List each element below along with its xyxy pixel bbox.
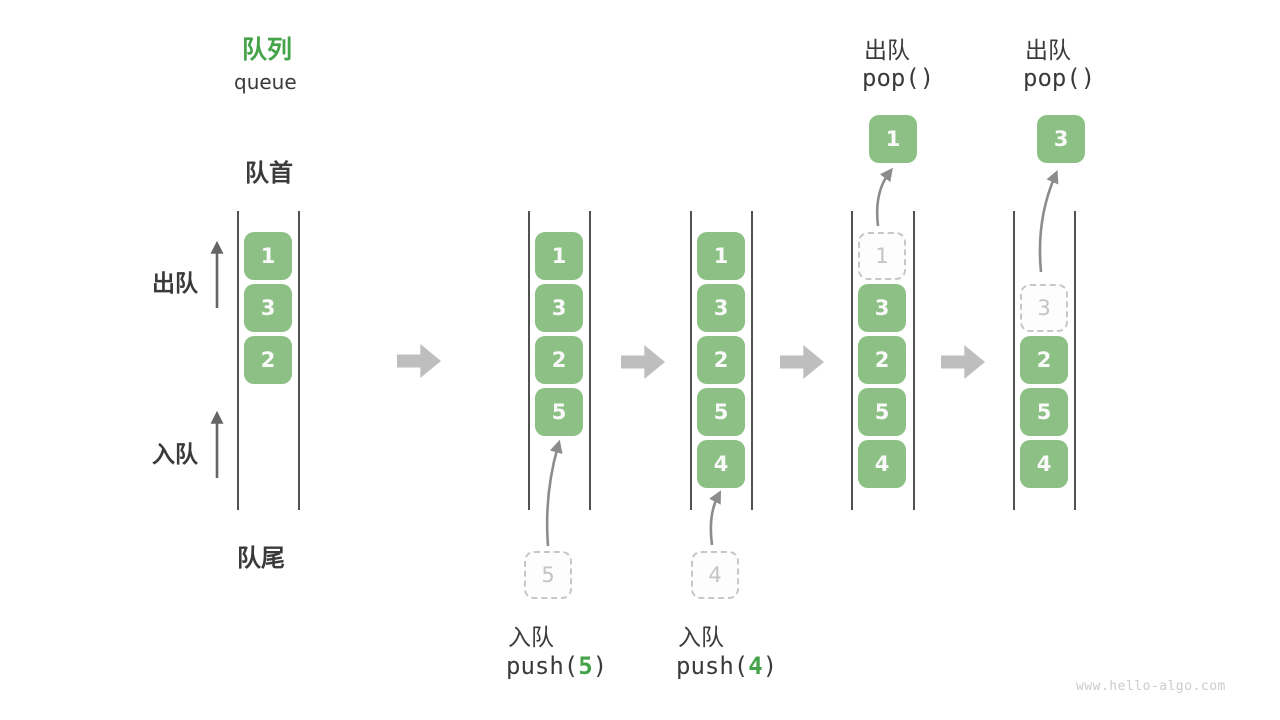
queue-item: 3 — [244, 284, 292, 332]
push-op-call: push(5) — [506, 652, 607, 680]
pop-op-call: pop() — [1023, 64, 1096, 92]
queue-item: 3 — [535, 284, 583, 332]
push-call-prefix: push( — [506, 652, 579, 680]
queue-rail — [237, 211, 239, 510]
push-op-label: 入队 — [508, 625, 554, 651]
queue-item: 4 — [1020, 440, 1068, 488]
push-arrow — [709, 490, 722, 546]
popped-item: 3 — [1037, 115, 1085, 163]
queue-item: 5 — [535, 388, 583, 436]
queue-item: 2 — [535, 336, 583, 384]
queue-rail — [751, 211, 753, 510]
enqueue-direction-arrow — [210, 410, 224, 478]
state-transition-arrow-icon — [780, 345, 824, 379]
queue-item: 2 — [858, 336, 906, 384]
push-call-arg: 5 — [578, 652, 593, 680]
queue-item-removed-slot: 3 — [1020, 284, 1068, 332]
pop-op-label: 出队 — [1025, 38, 1071, 64]
queue-rail — [528, 211, 530, 510]
dequeue-side-label: 出队 — [152, 271, 198, 297]
queue-rail — [298, 211, 300, 510]
queue-item: 1 — [535, 232, 583, 280]
pop-arrow — [875, 167, 893, 227]
incoming-item: 4 — [691, 551, 739, 599]
queue-item: 2 — [1020, 336, 1068, 384]
queue-item: 5 — [697, 388, 745, 436]
queue-item-removed-slot: 1 — [858, 232, 906, 280]
pop-arrow — [1038, 170, 1059, 273]
queue-item: 4 — [858, 440, 906, 488]
push-call-suffix: ) — [592, 652, 608, 680]
state-transition-arrow-icon — [941, 345, 985, 379]
push-call-suffix: ) — [762, 652, 778, 680]
state-transition-arrow-icon — [621, 345, 665, 379]
queue-rail — [851, 211, 853, 510]
incoming-item: 5 — [524, 551, 572, 599]
queue-front-label: 队首 — [245, 159, 293, 187]
queue-rail — [690, 211, 692, 510]
queue-item: 3 — [858, 284, 906, 332]
push-call-prefix: push( — [676, 652, 749, 680]
queue-item: 5 — [1020, 388, 1068, 436]
queue-rail — [913, 211, 915, 510]
queue-item: 4 — [697, 440, 745, 488]
watermark: www.hello-algo.com — [1076, 679, 1226, 694]
push-op-label: 入队 — [678, 625, 724, 651]
state-transition-arrow-icon — [397, 344, 441, 378]
queue-item: 2 — [697, 336, 745, 384]
diagram-title-en: queue — [234, 70, 297, 94]
queue-item: 5 — [858, 388, 906, 436]
queue-rail — [589, 211, 591, 510]
queue-rail — [1074, 211, 1076, 510]
enqueue-side-label: 入队 — [152, 442, 198, 468]
diagram-title-zh: 队列 — [242, 35, 293, 64]
push-arrow — [545, 439, 563, 547]
queue-item: 1 — [244, 232, 292, 280]
queue-item: 3 — [697, 284, 745, 332]
queue-rear-label: 队尾 — [237, 544, 285, 572]
queue-rail — [1013, 211, 1015, 510]
queue-item: 1 — [697, 232, 745, 280]
popped-item: 1 — [869, 115, 917, 163]
push-op-call: push(4) — [676, 652, 777, 680]
queue-item: 2 — [244, 336, 292, 384]
dequeue-direction-arrow — [210, 240, 224, 308]
pop-op-call: pop() — [862, 64, 935, 92]
push-call-arg: 4 — [748, 652, 763, 680]
pop-op-label: 出队 — [864, 38, 910, 64]
